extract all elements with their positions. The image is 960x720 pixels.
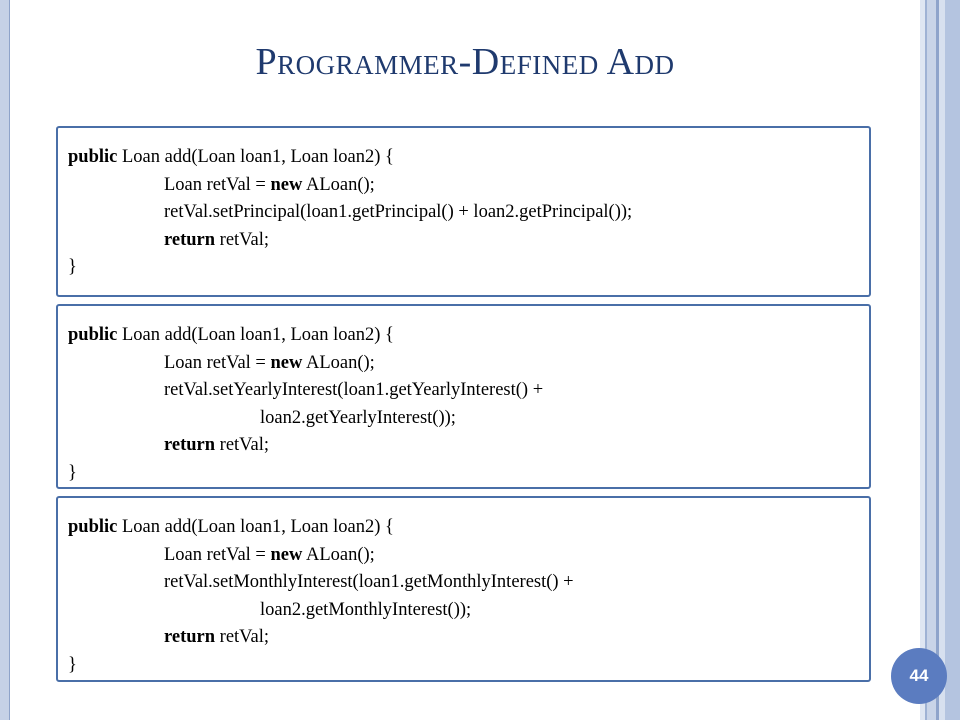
code-text: retVal; <box>215 627 269 647</box>
code-block-yearly-interest: public Loan add(Loan loan1, Loan loan2) … <box>56 304 871 489</box>
code-line: loan2.getMonthlyInterest()); <box>68 597 869 625</box>
code-line: return retVal; <box>68 624 869 652</box>
code-keyword: public <box>68 517 118 537</box>
code-line: retVal.setMonthlyInterest(loan1.getMonth… <box>68 569 869 597</box>
code-keyword: public <box>68 147 118 167</box>
code-text: loan2.getYearlyInterest()); <box>260 407 456 428</box>
left-frame-bar <box>0 0 9 720</box>
code-text: ALoan(); <box>302 352 375 373</box>
code-line: Loan retVal = new ALoan(); <box>68 542 869 570</box>
code-text: } <box>68 462 77 483</box>
code-line: public Loan add(Loan loan1, Loan loan2) … <box>68 514 869 542</box>
code-line: retVal.setPrincipal(loan1.getPrincipal()… <box>68 199 869 227</box>
code-text: Loan add(Loan loan1, Loan loan2) { <box>117 517 394 537</box>
code-line: loan2.getYearlyInterest()); <box>68 405 869 433</box>
code-text: Loan add(Loan loan1, Loan loan2) { <box>117 147 394 167</box>
code-line: } <box>68 460 869 488</box>
code-text: } <box>68 257 77 277</box>
code-keyword: new <box>270 352 303 373</box>
code-text: retVal.setYearlyInterest(loan1.getYearly… <box>164 380 544 400</box>
code-keyword: new <box>270 544 303 565</box>
code-line: return retVal; <box>68 227 869 255</box>
code-block-monthly-interest: public Loan add(Loan loan1, Loan loan2) … <box>56 496 871 682</box>
code-text: retVal.setPrincipal(loan1.getPrincipal()… <box>164 202 633 222</box>
page-number-badge: 44 <box>891 648 947 704</box>
slide-title: Programmer-Defined Add <box>255 41 675 83</box>
code-keyword: return <box>164 229 216 250</box>
code-line: } <box>68 652 869 680</box>
code-text: ALoan(); <box>302 174 375 195</box>
code-line: Loan retVal = new ALoan(); <box>68 172 869 200</box>
code-line: public Loan add(Loan loan1, Loan loan2) … <box>68 144 869 172</box>
code-line: retVal.setYearlyInterest(loan1.getYearly… <box>68 377 869 405</box>
code-line: } <box>68 254 869 282</box>
left-frame-line <box>9 0 10 720</box>
code-line: public Loan add(Loan loan1, Loan loan2) … <box>68 322 869 350</box>
code-text: retVal; <box>215 229 269 250</box>
code-text: Loan retVal = <box>164 544 271 565</box>
code-text: Loan retVal = <box>164 174 271 195</box>
code-text: retVal; <box>215 435 269 455</box>
code-keyword: new <box>270 174 303 195</box>
code-text: retVal.setMonthlyInterest(loan1.getMonth… <box>164 572 574 592</box>
code-text: Loan add(Loan loan1, Loan loan2) { <box>117 325 394 345</box>
code-line: return retVal; <box>68 432 869 460</box>
code-line: Loan retVal = new ALoan(); <box>68 350 869 378</box>
right-frame-stripes <box>920 0 960 720</box>
code-text: loan2.getMonthlyInterest()); <box>260 599 472 620</box>
code-keyword: return <box>164 627 216 647</box>
code-block-principal: public Loan add(Loan loan1, Loan loan2) … <box>56 126 871 297</box>
code-text: Loan retVal = <box>164 352 271 373</box>
code-text: ALoan(); <box>302 544 375 565</box>
code-keyword: return <box>164 435 216 455</box>
code-text: } <box>68 654 77 675</box>
code-keyword: public <box>68 325 118 345</box>
